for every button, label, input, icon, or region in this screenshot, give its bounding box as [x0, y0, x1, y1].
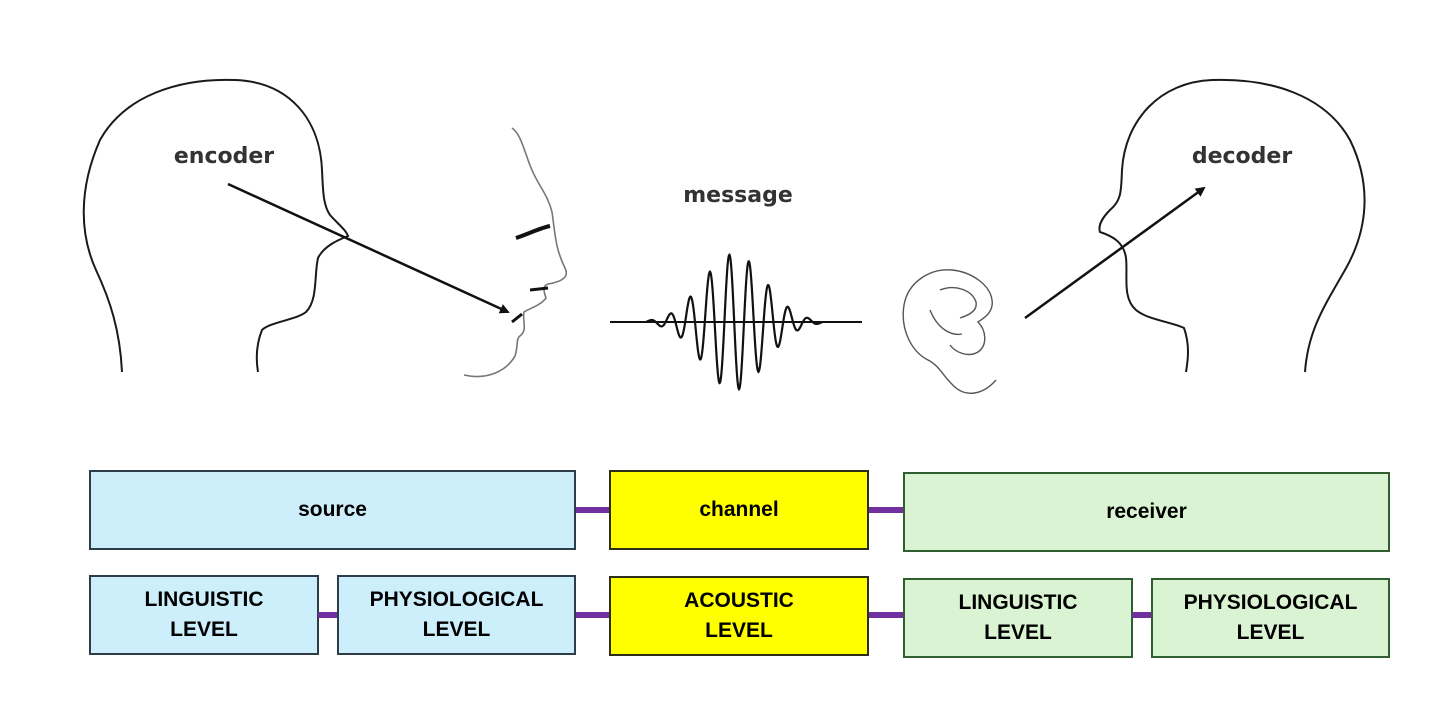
speech-chain-illustration: encoder message decoder: [82, 78, 1366, 394]
eyebrow-mark: [515, 224, 551, 240]
receiver-physiological-level-box: PHYSIOLOGICAL LEVEL: [1151, 578, 1390, 658]
source-linguistic-line1: LINGUISTIC: [144, 588, 264, 611]
source-box: source: [89, 470, 576, 550]
mouth-mark: [511, 312, 523, 324]
connector-source-levels: [318, 612, 338, 618]
connector-channel-receiver: [869, 507, 904, 513]
message-label: message: [683, 183, 793, 208]
channel-box-label: channel: [699, 498, 779, 521]
speaker-head-outline: [82, 78, 350, 373]
lip-mark: [529, 286, 549, 292]
receiver-linguistic-line2: LEVEL: [984, 621, 1052, 644]
receiver-linguistic-level-box: LINGUISTIC LEVEL: [903, 578, 1133, 658]
receiver-physiological-line2: LEVEL: [1236, 621, 1305, 644]
connector-physiological-acoustic: [576, 612, 610, 618]
source-physiological-line1: PHYSIOLOGICAL: [369, 588, 544, 611]
channel-acoustic-line1: ACOUSTIC: [684, 589, 794, 612]
connector-receiver-levels: [1132, 612, 1152, 618]
receiver-box: receiver: [903, 472, 1390, 552]
source-box-label: source: [298, 498, 367, 521]
connector-source-channel: [576, 507, 610, 513]
encoder-arrow: [227, 182, 510, 314]
listener-ear: [902, 269, 997, 394]
source-physiological-line2: LEVEL: [422, 618, 491, 641]
receiver-box-label: receiver: [1106, 500, 1187, 523]
source-linguistic-line2: LEVEL: [170, 618, 238, 641]
receiver-physiological-line1: PHYSIOLOGICAL: [1183, 591, 1358, 614]
channel-acoustic-line2: LEVEL: [705, 619, 773, 642]
encoder-label: encoder: [174, 144, 274, 169]
decoder-arrow: [1024, 186, 1206, 320]
source-physiological-level-box: PHYSIOLOGICAL LEVEL: [337, 575, 576, 655]
decoder-label: decoder: [1192, 144, 1292, 169]
connector-acoustic-linguistic: [869, 612, 904, 618]
speaker-face-profile: [463, 127, 567, 378]
source-linguistic-level-box: LINGUISTIC LEVEL: [89, 575, 319, 655]
channel-box: channel: [609, 470, 869, 550]
receiver-linguistic-line1: LINGUISTIC: [958, 591, 1078, 614]
sound-wave: [645, 252, 823, 392]
listener-head-outline: [1098, 78, 1366, 373]
channel-acoustic-level-box: ACOUSTIC LEVEL: [609, 576, 869, 656]
